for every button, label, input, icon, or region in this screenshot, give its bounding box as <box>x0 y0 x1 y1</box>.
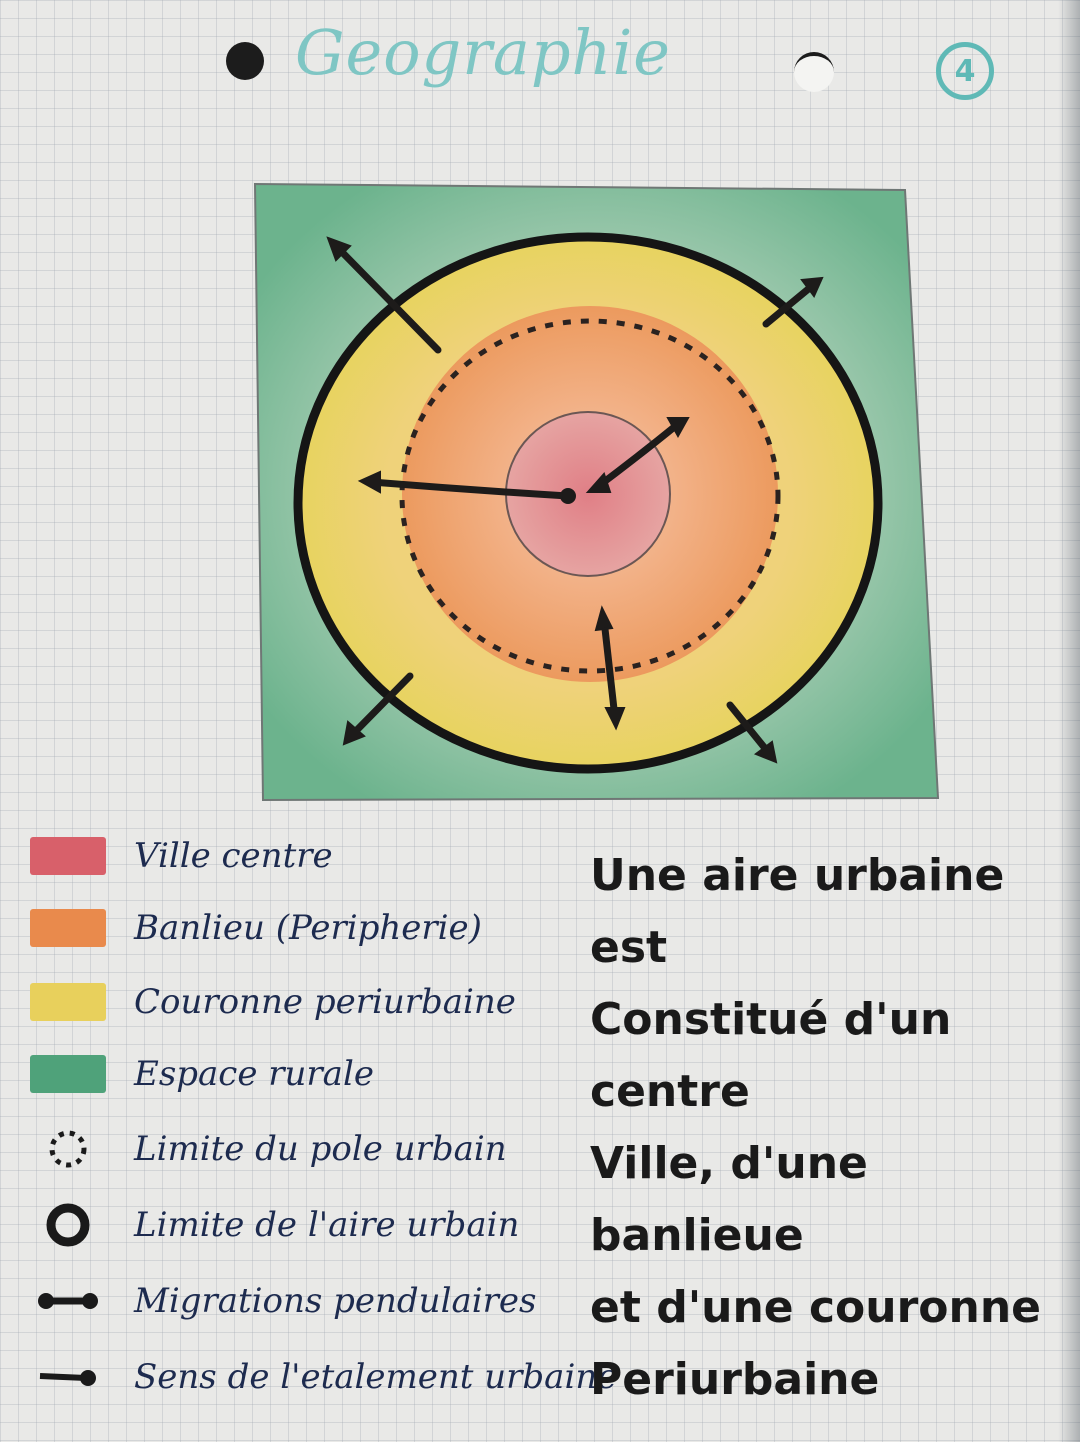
page-edge-shadow <box>1058 0 1080 1442</box>
page-title: Geographie <box>295 16 671 89</box>
punch-hole-right <box>794 52 834 92</box>
legend-label: Migrations pendulaires <box>134 1281 537 1321</box>
urban-area-diagram <box>253 182 940 802</box>
migration-pendulaire-arrow <box>594 605 626 731</box>
limite-pole-urbain <box>399 318 781 674</box>
note-line: Periurbaine <box>590 1354 880 1405</box>
punch-hole-left <box>226 42 264 80</box>
legend-swatch-banlieue <box>30 909 106 947</box>
legend-item-ville-centre: Ville centre <box>30 836 333 876</box>
limite-aire-urbaine <box>293 232 883 774</box>
migration-pendulaire-arrow <box>585 417 690 493</box>
legend-swatch-ville-centre <box>30 837 106 875</box>
etalement-arrow <box>326 236 442 354</box>
definition-note: Une aire urbaine est Constitué d'un cent… <box>590 840 1060 1416</box>
migration-pendulaire-arrow <box>357 470 576 504</box>
page-number-badge: 4 <box>936 42 994 100</box>
solid-circle-icon <box>30 1200 106 1250</box>
double-arrow-icon <box>30 1276 106 1326</box>
legend-label: Couronne periurbaine <box>134 982 516 1022</box>
legend-item-limite-pole: Limite du pole urbain <box>30 1124 507 1174</box>
note-line: Ville, d'une banlieue <box>590 1138 868 1261</box>
single-arrow-icon <box>30 1352 106 1402</box>
note-line: et d'une couronne <box>590 1282 1042 1333</box>
legend-item-migrations: Migrations pendulaires <box>30 1276 536 1326</box>
legend-label: Banlieu (Peripherie) <box>134 908 482 948</box>
dashed-circle-icon <box>30 1124 106 1174</box>
legend-label: Limite de l'aire urbain <box>134 1205 520 1245</box>
legend-label: Sens de l'etalement urbaine <box>134 1357 618 1397</box>
note-line: Une aire urbaine est <box>590 850 1005 973</box>
etalement-arrow <box>342 672 414 746</box>
legend-item-banlieue: Banlieu (Peripherie) <box>30 908 482 948</box>
legend-item-limite-aire: Limite de l'aire urbain <box>30 1200 519 1250</box>
legend-item-espace-rurale: Espace rurale <box>30 1054 374 1094</box>
legend-label: Ville centre <box>134 836 333 876</box>
note-line: Constitué d'un centre <box>590 994 952 1117</box>
legend-label: Espace rurale <box>134 1054 374 1094</box>
legend-item-etalement: Sens de l'etalement urbaine <box>30 1352 617 1402</box>
etalement-arrow <box>762 276 824 328</box>
legend-swatch-espace-rurale <box>30 1055 106 1093</box>
legend-item-couronne: Couronne periurbaine <box>30 982 516 1022</box>
legend-swatch-couronne <box>30 983 106 1021</box>
legend-label: Limite du pole urbain <box>134 1129 507 1169</box>
etalement-arrow <box>726 701 778 764</box>
